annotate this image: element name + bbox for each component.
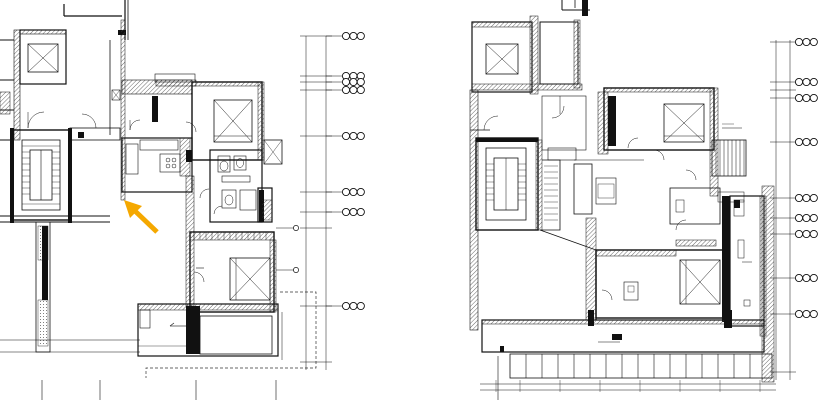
- orange-arrow-icon: [124, 200, 159, 234]
- right-grid-bubbles: [794, 37, 818, 319]
- right-floor-plan: [469, 0, 796, 400]
- left-grid-bubbles: [341, 31, 365, 311]
- left-floor-plan: [0, 0, 342, 400]
